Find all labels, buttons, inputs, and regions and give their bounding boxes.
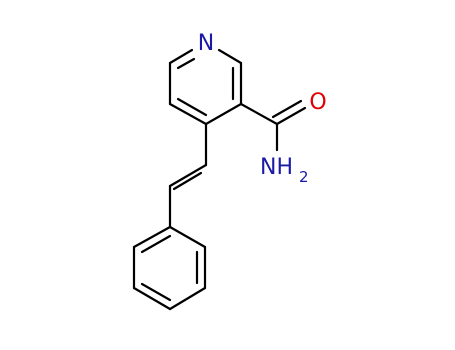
phenyl-ring [132, 225, 207, 311]
bond-vinyl-double [168, 163, 208, 188]
bond-c4-c5-inner [176, 97, 208, 117]
bond-camide-o [275, 106, 307, 126]
bond-ph3-ph4 [168, 286, 207, 311]
bond-c3-c4 [204, 102, 243, 126]
carboxamide-group [239, 99, 307, 152]
bond-ph4-ph5-inner [140, 282, 172, 302]
bond-n1-c2 [217, 48, 243, 65]
bond-ph6-ph1-inner [140, 234, 172, 254]
bond-c6-n1-inner [176, 57, 196, 70]
bond-vinyl-double-inner [172, 171, 203, 191]
bond-c3-camide [239, 102, 279, 126]
atom-o1-label: O [309, 90, 326, 115]
atom-n1-label: N [198, 31, 214, 56]
bond-camide-o-double [271, 99, 303, 119]
bond-ph6-ph1 [132, 225, 172, 249]
bond-c6-n1 [168, 48, 194, 65]
atom-n2-subscript: 2 [299, 168, 309, 186]
pyridine-ring [168, 48, 243, 126]
bond-ph1-ph2 [168, 225, 207, 249]
bond-c4-c5 [168, 102, 208, 126]
atom-n2-label: NH [260, 155, 293, 180]
bond-ph4-ph5 [132, 286, 172, 311]
vinyl-linker [168, 122, 208, 229]
